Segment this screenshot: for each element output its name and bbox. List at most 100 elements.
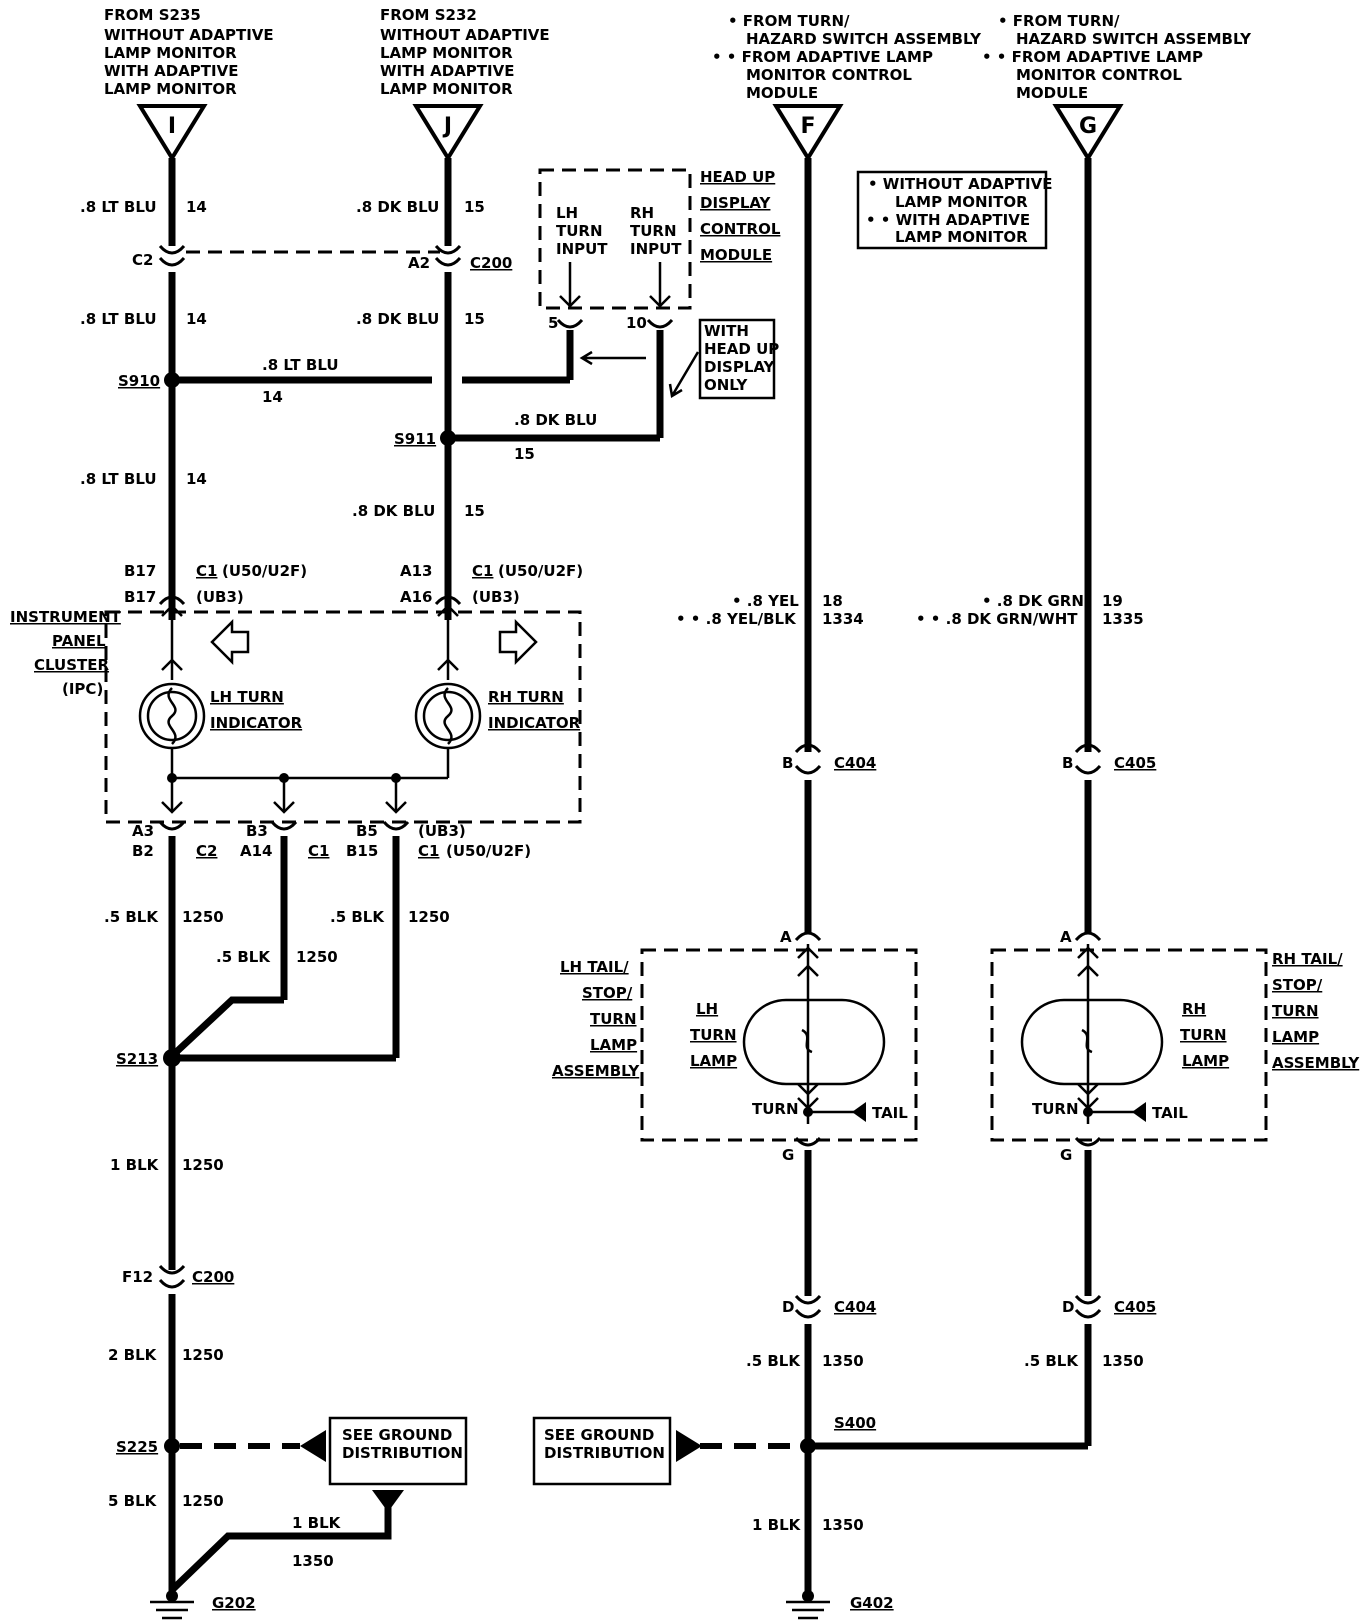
source-j-line4: WITH ADAPTIVE [380, 62, 514, 80]
label-c404-top: C404 [834, 754, 876, 772]
rh-asm-l3: TURN [1272, 1002, 1319, 1020]
wire-code-14-1: 14 [186, 198, 207, 216]
label-s213: S213 [116, 1050, 158, 1068]
source-i-triangle [136, 104, 208, 162]
ground-icon-g402 [786, 1600, 830, 1620]
hud-rh-pin [646, 318, 674, 329]
ipc-ground-arrows [161, 801, 407, 814]
ipc-label1: INSTRUMENT [10, 608, 122, 626]
ipc-pin-rh-top [434, 595, 462, 606]
wire-label-lt-blu-3: .8 LT BLU [80, 470, 157, 488]
lh-lamp-l2: TURN [690, 1026, 737, 1044]
rh-lamp-filament [1081, 1028, 1093, 1054]
label-u50-a: (U50/U2F) [222, 562, 307, 580]
source-f-line5: MODULE [746, 84, 818, 102]
lh-bulb-filament [167, 687, 177, 745]
source-f-line4: MONITOR CONTROL [746, 66, 912, 84]
rh-tail-label: TAIL [1152, 1104, 1188, 1122]
ipc-bus-dot-1 [167, 773, 177, 783]
wire-code-14-3: 14 [186, 470, 207, 488]
source-j-line1: FROM S232 [380, 6, 477, 24]
wire-label-grnwht: • • .8 DK GRN/WHT [916, 610, 1078, 628]
wire-label-blk1-right: 1 BLK [752, 1516, 802, 1534]
hud-pin-5: 5 [548, 314, 558, 332]
wire-label-yelblk: • • .8 YEL/BLK [676, 610, 797, 628]
hud-note1: WITH [704, 322, 749, 340]
wire-label-lt-blu-2: .8 LT BLU [80, 310, 157, 328]
label-g-rh: G [1060, 1146, 1072, 1164]
source-j-line2: WITHOUT ADAPTIVE [380, 26, 550, 44]
hud-note-arrow-down [668, 351, 700, 399]
label-a2: A2 [408, 254, 430, 272]
wire-label-lt-blu-s910: .8 LT BLU [262, 356, 339, 374]
wire-code-15-1: 15 [464, 198, 485, 216]
ground-symbol-1350 [372, 1490, 404, 1512]
rh-lamp-chevrons [1077, 946, 1099, 1110]
lh-bulb-inner [146, 690, 198, 742]
source-j-letter: J [442, 114, 452, 139]
source-g-triangle [1052, 104, 1124, 162]
label-s225: S225 [116, 1438, 158, 1456]
ipc-label3: CLUSTER [34, 656, 109, 674]
wire-label-blk05-lh: .5 BLK [746, 1352, 801, 1370]
connector-c405-b [1074, 743, 1102, 775]
wire-code-1250-6: 1250 [182, 1492, 224, 1510]
label-c1-bottom-b: C1 [418, 842, 439, 860]
wire-label-blk05-1: .5 BLK [104, 908, 159, 926]
lh-tail-arrow [852, 1102, 866, 1122]
hud-rh1: RH [630, 204, 654, 222]
ground-dist-arrow-left [300, 1430, 326, 1462]
wire-code-1250-1: 1250 [182, 908, 224, 926]
wire-code-1250-2: 1250 [296, 948, 338, 966]
lh-lamp-l1: LH [696, 1000, 718, 1018]
label-u50-b: (U50/U2F) [498, 562, 583, 580]
source-j-line3: LAMP MONITOR [380, 44, 513, 62]
source-i-line3: LAMP MONITOR [104, 44, 237, 62]
lh-lamp-bulb-icon [742, 998, 886, 1086]
rh-turn-label: TURN [1032, 1100, 1079, 1118]
label-b-c404: B [782, 754, 793, 772]
see-ground-left-1: SEE GROUND [342, 1426, 452, 1444]
wire-code-1350-lh: 1350 [822, 1352, 864, 1370]
legend-line4: LAMP MONITOR [895, 228, 1028, 246]
see-ground-right-2: DISTRIBUTION [544, 1444, 665, 1462]
rh-lamp-pin-a [1074, 931, 1102, 942]
wire-code-18: 18 [822, 592, 843, 610]
label-d-c405: D [1062, 1298, 1074, 1316]
rh-tail-stop-turn-lamp-assembly: RH TAIL/ STOP/ TURN LAMP ASSEMBLY RH TUR… [990, 944, 1360, 1164]
label-s910: S910 [118, 372, 160, 390]
rh-lamp-l1: RH [1182, 1000, 1206, 1018]
hud-module: HEAD UP DISPLAY CONTROL MODULE LH TURN I… [538, 168, 781, 400]
lh-asm-l2: STOP/ [582, 984, 633, 1002]
label-a13: A13 [400, 562, 432, 580]
wire-label-blk05-2: .5 BLK [216, 948, 271, 966]
label-b2: B2 [132, 842, 154, 860]
label-b5: B5 [356, 822, 378, 840]
source-i-letter: I [168, 114, 176, 139]
wire-code-14-s910: 14 [262, 388, 283, 406]
wire-label-yel: • .8 YEL [732, 592, 799, 610]
label-ub3-bottom: (UB3) [418, 822, 466, 840]
ipc-lh-turn: LH TURN [210, 688, 284, 706]
label-a3: A3 [132, 822, 154, 840]
connector-c405-d [1074, 1294, 1102, 1319]
source-f-letter: F [800, 114, 815, 139]
hud-note3: DISPLAY [704, 358, 776, 376]
wire-code-1250-5: 1250 [182, 1346, 224, 1364]
ipc-pin-b5 [382, 820, 410, 831]
label-a-lh: A [780, 928, 792, 946]
source-g-line4: MONITOR CONTROL [1016, 66, 1182, 84]
label-c200-top: C200 [470, 254, 512, 272]
label-c1-a: C1 [196, 562, 217, 580]
hud-lh1: LH [556, 204, 578, 222]
lh-tail-label: TAIL [872, 1104, 908, 1122]
source-f-triangle [772, 104, 844, 162]
see-ground-left-2: DISTRIBUTION [342, 1444, 463, 1462]
rh-bulb-inner [422, 690, 474, 742]
splice-s225 [164, 1438, 180, 1454]
ipc-rh-indicator: INDICATOR [488, 714, 581, 732]
label-b-c405: B [1062, 754, 1073, 772]
legend-line3: • • WITH ADAPTIVE [866, 211, 1030, 229]
wire-code-1250-3: 1250 [408, 908, 450, 926]
splice-s400 [800, 1438, 816, 1454]
